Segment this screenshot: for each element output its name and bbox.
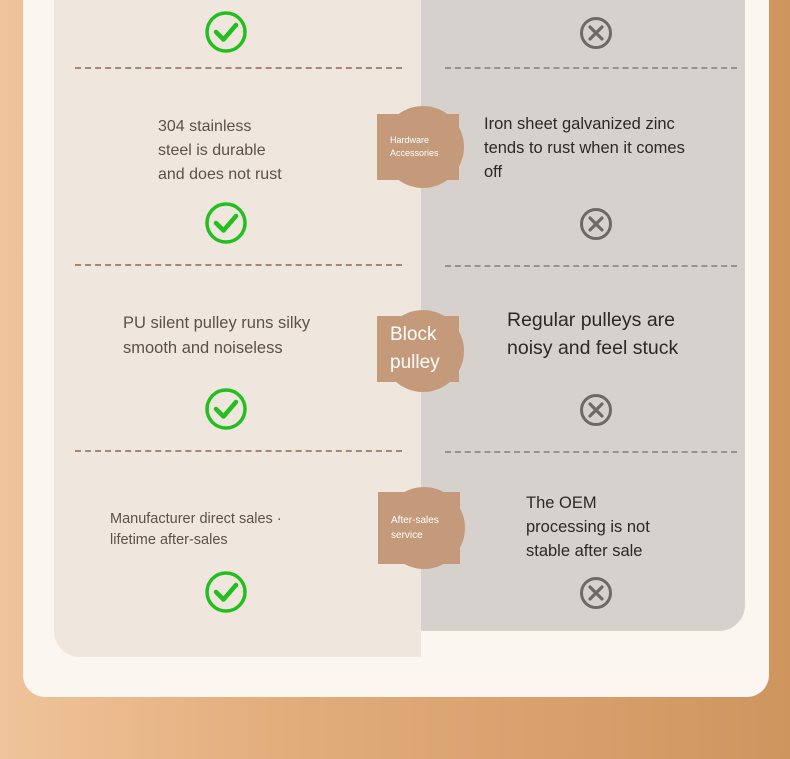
other-hardware-text: Iron sheet galvanized zinc tends to rust… [484,115,685,181]
other-product-column [421,0,745,631]
check-icon [205,202,247,244]
check-icon [205,11,247,53]
x-circle-icon [580,17,612,49]
row-divider [445,67,737,69]
our-pulley-text: PU silent pulley runs silky smooth and n… [123,314,311,357]
x-circle-icon [580,577,612,609]
our-hardware-text: 304 stainless steel is durable and does … [158,118,282,183]
row-divider [75,264,402,266]
x-circle-icon [580,208,612,240]
check-icon [205,571,247,613]
category-badge-pulley: Block pulley [377,308,464,392]
check-icon [205,388,247,430]
category-label: Hardware Accessories [390,135,439,158]
row-divider [75,67,402,69]
row-divider [445,265,737,267]
x-circle-icon [580,394,612,426]
our-product-column [54,0,421,657]
category-label: Block pulley [390,324,440,373]
row-divider [445,451,737,453]
category-badge-after-sales: After-sales service [378,487,465,569]
row-divider [75,450,402,452]
category-badge-hardware: Hardware Accessories [377,106,464,188]
other-pulley-text: Regular pulleys are noisy and feel stuck [507,309,679,359]
our-after-sales-text: Manufacturer direct sales · lifetime aft… [110,511,282,548]
other-after-sales-text: The OEM processing is not stable after s… [526,494,650,560]
category-label: After-sales service [391,515,439,541]
